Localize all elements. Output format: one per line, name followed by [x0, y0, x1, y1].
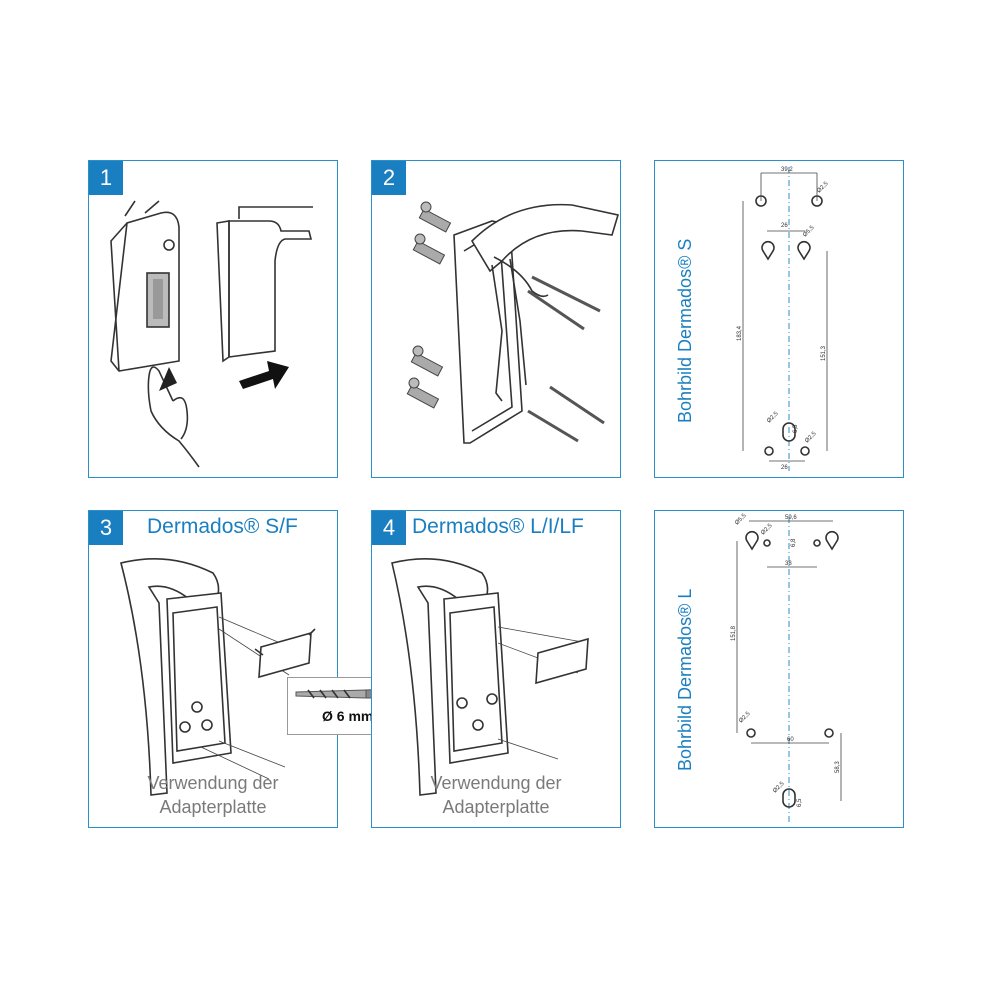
- step-caption-line1: Verwendung der: [430, 773, 562, 793]
- step-title: Dermados® S/F: [147, 515, 298, 538]
- adapter-plate-l-illustration: [391, 558, 589, 796]
- step-3-panel: 3 Dermados® S/F Ø 6 mm Verwendung der Ad…: [88, 510, 421, 828]
- svg-text:6,5: 6,5: [797, 798, 803, 807]
- adapter-plate: [535, 637, 589, 685]
- wall-plug: [410, 345, 444, 377]
- svg-text:26: 26: [781, 465, 788, 471]
- svg-text:26: 26: [781, 223, 788, 229]
- step-caption-line1: Verwendung der: [147, 773, 279, 793]
- svg-text:151,8: 151,8: [731, 625, 737, 641]
- svg-text:59,6: 59,6: [785, 515, 797, 521]
- svg-text:Ø2,5: Ø2,5: [738, 711, 752, 725]
- step-2-panel: 2: [371, 160, 621, 478]
- svg-text:6,5: 6,5: [793, 424, 799, 433]
- svg-text:60: 60: [787, 737, 794, 743]
- svg-text:Ø2,5: Ø2,5: [760, 523, 774, 537]
- svg-text:Ø5,5: Ø5,5: [802, 225, 816, 239]
- svg-text:38: 38: [785, 561, 792, 567]
- svg-text:Ø2,5: Ø2,5: [816, 181, 830, 195]
- step-4-panel: 4 Dermados® L/I/LF Verwendung der Adapte…: [371, 510, 621, 828]
- screw: [549, 385, 605, 425]
- wall-mounting-illustration: [406, 201, 620, 444]
- screw: [527, 289, 585, 331]
- step-number: 1: [89, 161, 123, 195]
- screw: [531, 275, 601, 313]
- svg-text:58,3: 58,3: [835, 761, 841, 773]
- dispenser-open-illustration: [110, 200, 313, 468]
- svg-text:Ø2,5: Ø2,5: [804, 431, 818, 445]
- drill-bit-label: Ø 6 mm: [322, 708, 374, 724]
- adapter-plate: [258, 631, 312, 679]
- svg-text:151,3: 151,3: [821, 345, 827, 361]
- step-1-panel: 1: [88, 160, 338, 478]
- drill-pattern-s-panel: Bohrbild Dermados® S 39,2 Ø2,5 26 Ø5,5 1…: [654, 160, 904, 478]
- step-number: 2: [372, 161, 406, 195]
- svg-text:Ø2,5: Ø2,5: [766, 411, 780, 425]
- adapter-plate-s-illustration: [120, 558, 316, 796]
- screw: [527, 409, 579, 443]
- wall-plug: [418, 201, 452, 233]
- svg-text:183,4: 183,4: [737, 325, 743, 341]
- step-number: 3: [89, 511, 123, 545]
- dim-top-width: 39,2: [781, 167, 793, 173]
- wall-plug: [412, 233, 446, 265]
- step-number: 4: [372, 511, 406, 545]
- wall-plug: [406, 377, 440, 409]
- drill-pattern-l-drawing: 59,6 Ø5,5 Ø2,5 6,8 38 151,8 Ø2,5 60 58,3…: [731, 513, 842, 823]
- drill-pattern-s-drawing: 39,2 Ø2,5 26 Ø5,5 183,4 151,3 Ø2,5 6,5 Ø…: [737, 167, 830, 471]
- step-caption-line2: Adapterplatte: [442, 797, 550, 817]
- step-title: Dermados® L/I/LF: [412, 515, 584, 538]
- svg-text:Ø5,5: Ø5,5: [734, 513, 748, 527]
- drill-pattern-l-panel: Bohrbild Dermados® L 59,6 Ø5,5 Ø2,5 6,8 …: [654, 510, 904, 828]
- step-caption-line2: Adapterplatte: [159, 797, 267, 817]
- svg-text:6,8: 6,8: [791, 538, 797, 547]
